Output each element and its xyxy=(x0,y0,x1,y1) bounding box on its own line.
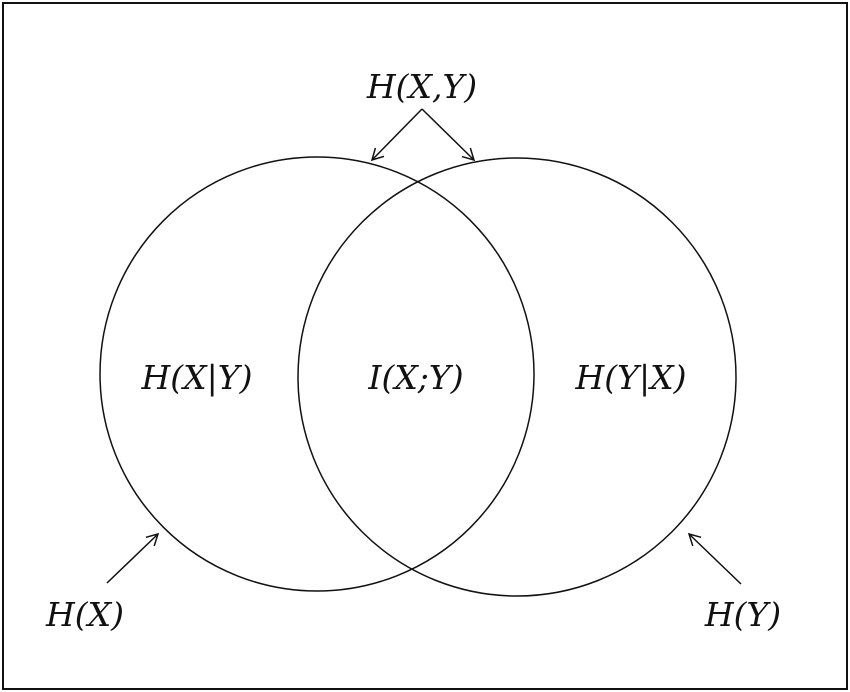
entropy-y-arrow xyxy=(687,532,742,585)
conditional-x-given-y-label: H(X|Y) xyxy=(141,358,253,397)
circle-y xyxy=(297,157,737,597)
mutual-information-label: I(X;Y) xyxy=(367,358,463,397)
conditional-y-given-x-label: H(Y|X) xyxy=(575,358,687,397)
circle-x xyxy=(99,156,535,592)
joint-entropy-label: H(X,Y) xyxy=(366,67,477,106)
entropy-y-label: H(Y) xyxy=(704,595,781,634)
entropy-x-label: H(X) xyxy=(45,595,124,634)
joint-entropy-arrow-left xyxy=(370,108,423,162)
joint-entropy-arrow-right xyxy=(421,108,476,162)
entropy-x-arrow xyxy=(106,532,160,584)
